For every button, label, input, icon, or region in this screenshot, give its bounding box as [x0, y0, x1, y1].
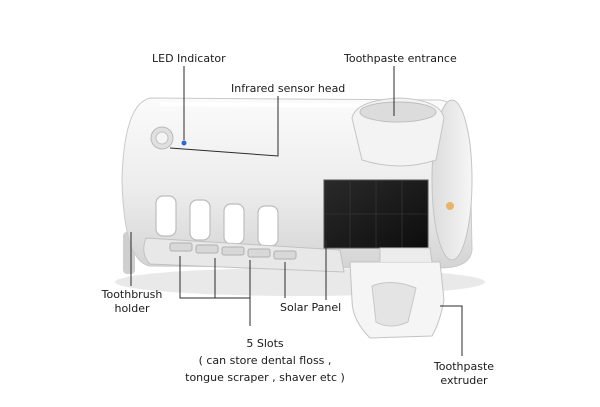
label-toothbrush-holder-line2: holder	[114, 302, 150, 315]
label-infrared-sensor-head: Infrared sensor head	[231, 82, 346, 95]
label-toothpaste-extruder-line2: extruder	[440, 374, 488, 387]
toothpaste-extruder	[349, 247, 445, 339]
toothpaste-entrance-cup	[351, 97, 445, 167]
sticker	[446, 202, 454, 210]
toothbrush-holder-tray	[143, 237, 345, 273]
label-toothpaste-entrance: Toothpaste entrance	[344, 52, 457, 65]
label-five-slots: 5 Slots ( can store dental floss , tongu…	[170, 335, 360, 386]
leader-infrared-sensor	[169, 96, 279, 157]
label-toothbrush-holder-line1: Toothbrush	[101, 288, 163, 301]
label-toothbrush-holder: Toothbrush holder	[86, 288, 178, 316]
label-five-slots-line2: ( can store dental floss ,	[198, 354, 332, 367]
label-five-slots-line3: tongue scraper , shaver etc )	[185, 371, 345, 384]
label-toothpaste-extruder: Toothpaste extruder	[422, 360, 506, 388]
slot-openings	[155, 195, 279, 247]
leader-lines	[130, 66, 463, 356]
label-led-indicator: LED Indicator	[152, 52, 226, 65]
sensor-button	[150, 126, 174, 150]
label-toothpaste-extruder-line1: Toothpaste	[433, 360, 495, 373]
label-five-slots-line1: 5 Slots	[246, 337, 284, 350]
label-solar-panel: Solar Panel	[280, 301, 342, 314]
solar-panel	[323, 179, 429, 249]
leader-five-slots	[179, 256, 286, 326]
leader-toothpaste-extruder	[440, 305, 463, 356]
led-dot	[181, 140, 187, 146]
